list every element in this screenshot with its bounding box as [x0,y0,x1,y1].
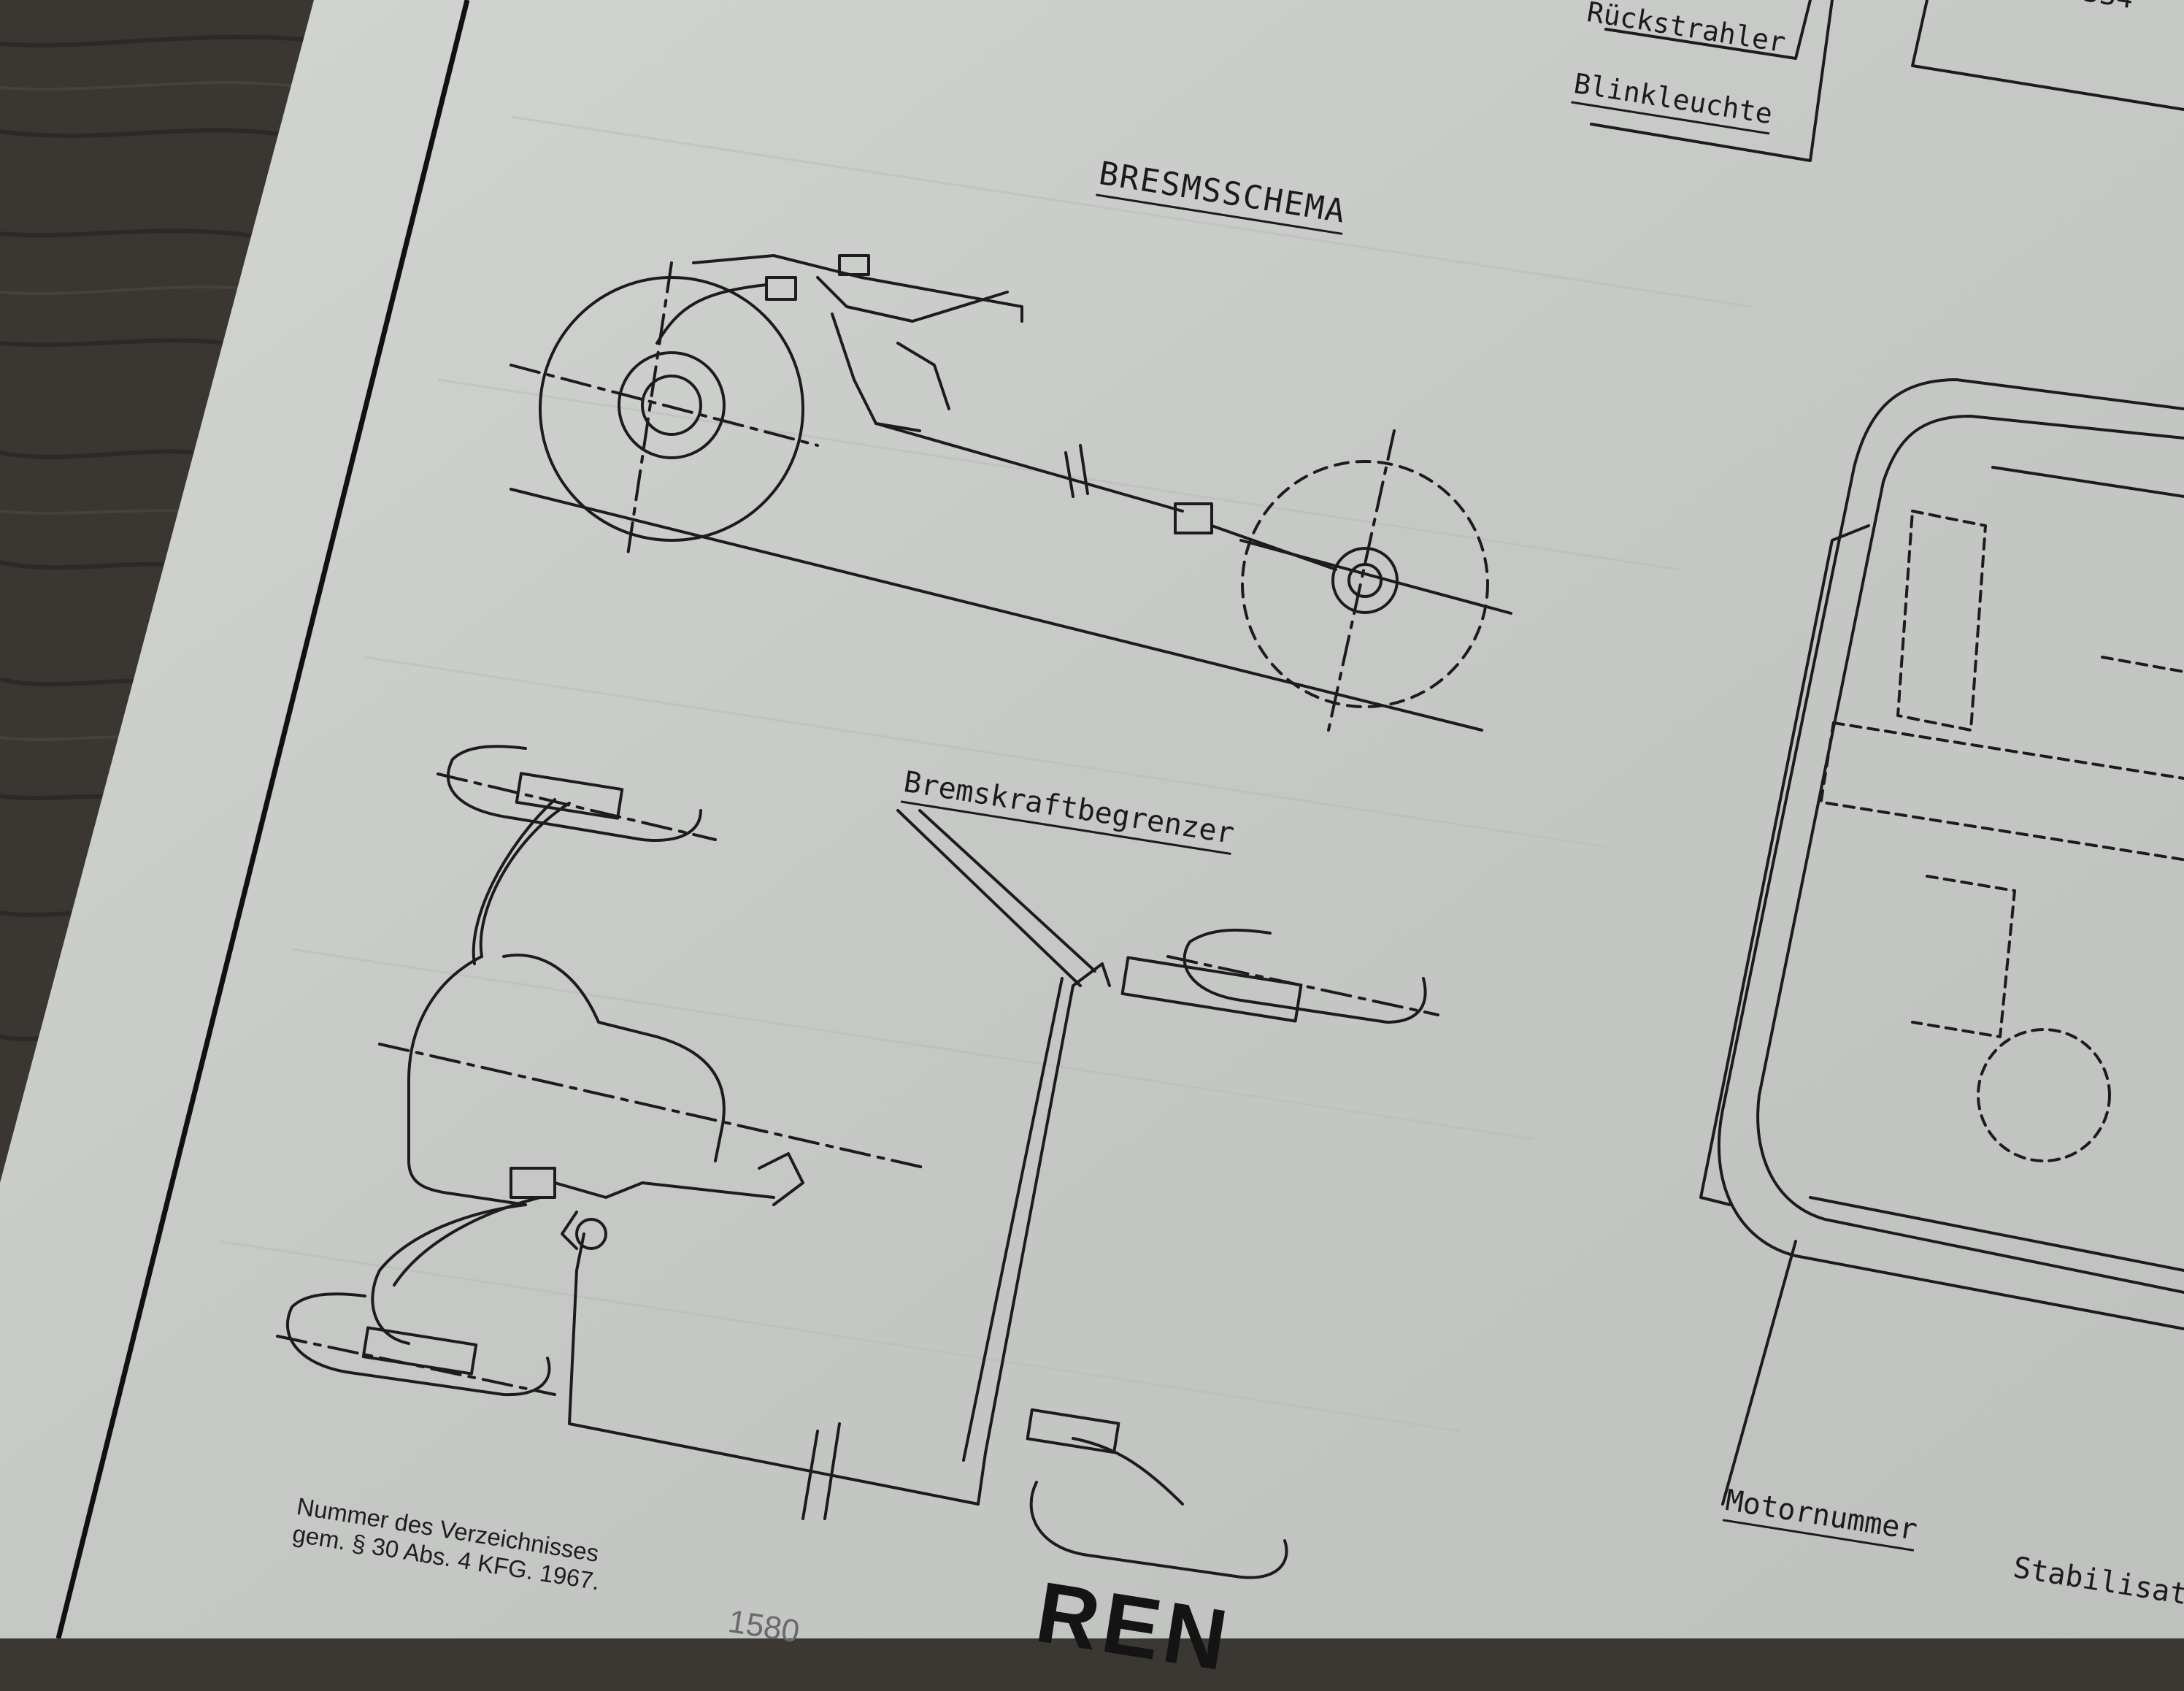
plan-view-brake-circuit [276,745,1439,1579]
car-plan-view-partial [1590,0,2184,1506]
side-view-brake-schematic [510,254,1512,732]
photo-scene: BRESMSSCHEMA Bremskraftbegrenzer Rückstr… [0,0,2184,1638]
frame-border-line [55,0,470,1638]
